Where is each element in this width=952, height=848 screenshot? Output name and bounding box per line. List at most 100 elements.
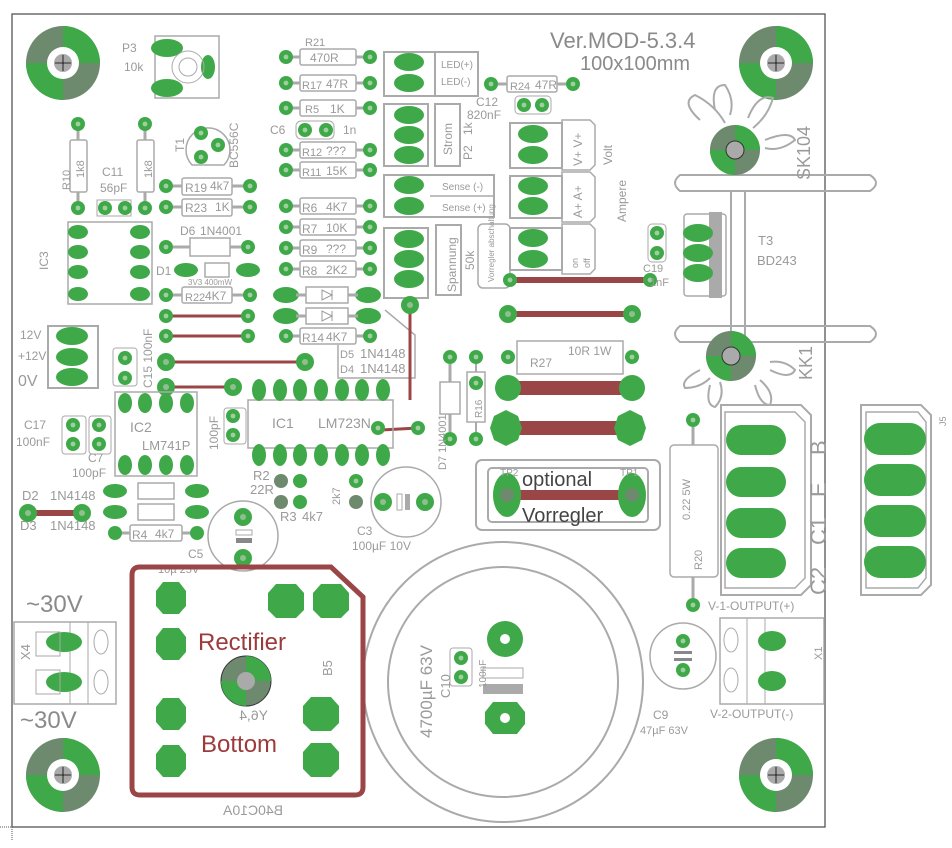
r2-value: 22R xyxy=(250,482,274,497)
resistor-r23[interactable] xyxy=(159,198,257,217)
resistor-r4[interactable] xyxy=(108,524,204,542)
resistor-r9[interactable] xyxy=(279,239,377,257)
optional-label: optional xyxy=(522,469,592,491)
connector-j9[interactable] xyxy=(509,119,596,171)
mounting-hole-top-right xyxy=(739,26,813,100)
rectifier-bottom-label: Bottom xyxy=(201,731,277,758)
resistor-r2[interactable] xyxy=(274,474,307,488)
optional-vorregler-jumper[interactable] xyxy=(475,459,661,531)
r21-label: R21 xyxy=(305,37,325,49)
resistor-r1[interactable] xyxy=(349,474,363,509)
resistor-r24[interactable] xyxy=(484,75,580,93)
j2-sense-plus: Sense (+) xyxy=(442,203,486,214)
connector-j5-offboard[interactable] xyxy=(860,404,932,596)
ic1-lm723n[interactable] xyxy=(247,379,394,466)
diode-d1[interactable] xyxy=(174,262,260,278)
r10-label: R10 xyxy=(61,170,73,190)
j5-label-0v: 0V xyxy=(18,373,38,390)
c15-label: C15 100nF xyxy=(141,329,155,388)
capacitor-c5[interactable] xyxy=(207,500,279,572)
c10-name: C10 xyxy=(438,674,453,698)
resistor-r16[interactable] xyxy=(466,350,486,446)
heatsink-sk104 xyxy=(674,83,877,409)
capacitor-c7[interactable] xyxy=(88,415,112,455)
capacitor-c3[interactable] xyxy=(370,466,442,538)
r21-value: 470R xyxy=(310,51,339,65)
terminal-x4[interactable] xyxy=(13,621,117,705)
heatsink-mount-top xyxy=(710,125,760,175)
x4-name: X4 xyxy=(18,644,33,660)
capacitor-c19[interactable] xyxy=(647,223,667,263)
connector-j8[interactable] xyxy=(383,103,461,167)
c9-name: C9 xyxy=(653,708,669,722)
capacitor-c9[interactable] xyxy=(649,622,717,690)
r19-label: R19 xyxy=(185,181,207,195)
resistor-r10[interactable] xyxy=(69,117,88,215)
x4-label-top: ~30V xyxy=(26,591,83,618)
capacitor-c4[interactable] xyxy=(223,407,247,445)
resistor-r19[interactable] xyxy=(159,177,257,196)
resistor-r21[interactable] xyxy=(279,48,377,66)
resistor-r3[interactable] xyxy=(274,495,307,509)
rectifier-b5[interactable] xyxy=(129,564,366,798)
trimmer-p3[interactable] xyxy=(151,35,220,99)
diode-d7[interactable] xyxy=(439,350,461,446)
connector-j2[interactable] xyxy=(383,174,495,218)
r14-value: 4K7 xyxy=(326,330,348,344)
capacitor-c12[interactable] xyxy=(514,95,552,115)
r7-label: R7 xyxy=(302,222,318,236)
resistor-r8[interactable] xyxy=(279,260,377,278)
capacitor-c11[interactable] xyxy=(96,199,132,217)
connector-j10[interactable] xyxy=(509,223,596,275)
capacitor-c15[interactable] xyxy=(112,347,138,387)
pad xyxy=(619,375,645,401)
capacitor-c6[interactable] xyxy=(295,120,335,140)
resistor-r6[interactable] xyxy=(279,197,377,215)
diode-d3[interactable] xyxy=(103,503,209,521)
trace xyxy=(508,381,632,435)
connector-j7[interactable] xyxy=(383,224,462,299)
j1-pin-b: B xyxy=(806,440,831,455)
connector-j6[interactable] xyxy=(509,171,596,223)
capacitor-c17[interactable] xyxy=(61,415,87,455)
connector-j4[interactable] xyxy=(383,51,479,97)
x1-label-minus: V-2-OUTPUT(-) xyxy=(710,707,793,721)
capacitor-c1[interactable] xyxy=(362,541,644,823)
diode-d5[interactable] xyxy=(273,286,381,304)
transistor-t1[interactable] xyxy=(185,126,231,166)
mounting-hole-bottom-right xyxy=(739,738,813,812)
resistor-r12[interactable] xyxy=(279,141,377,159)
transistor-t3[interactable] xyxy=(683,212,727,298)
terminal-x1[interactable] xyxy=(719,617,825,705)
capacitor-c10[interactable] xyxy=(449,647,473,687)
resistor-r7[interactable] xyxy=(279,218,377,236)
c5-name: C5 xyxy=(188,547,204,561)
d6-value: 1N4001 xyxy=(200,224,242,238)
c9-value: 47µF 63V xyxy=(640,725,689,737)
p3-value: 10k xyxy=(124,60,144,74)
resistor-r27[interactable] xyxy=(501,340,639,375)
resistor-r13[interactable] xyxy=(136,117,155,215)
resistor-r17[interactable] xyxy=(279,74,377,92)
resistor-r11[interactable] xyxy=(279,161,377,179)
p2-value: 1k xyxy=(461,121,475,135)
r5-label: R5 xyxy=(305,104,319,116)
r3-value: 4k7 xyxy=(302,509,323,524)
resistor-r20[interactable] xyxy=(669,413,719,612)
b5-name: B5 xyxy=(320,660,335,676)
resistor-r14[interactable] xyxy=(279,327,377,345)
ic3-opamp[interactable] xyxy=(67,221,153,305)
d6-name: D6 xyxy=(180,224,196,238)
t3-value: BD243 xyxy=(757,253,797,268)
diode-d6[interactable] xyxy=(159,237,255,257)
diode-d4[interactable] xyxy=(273,307,381,325)
c19-value: 1nF xyxy=(650,277,669,289)
connector-j5-power[interactable] xyxy=(47,325,99,389)
resistor-r5[interactable] xyxy=(279,99,377,117)
connector-j1[interactable] xyxy=(720,404,812,596)
ic2-lm741p[interactable] xyxy=(114,391,198,477)
diode-d2[interactable] xyxy=(103,482,209,500)
r23-value: 1K xyxy=(215,200,230,214)
r24-value: 47R xyxy=(535,78,557,92)
resistor-r22[interactable] xyxy=(159,286,257,304)
